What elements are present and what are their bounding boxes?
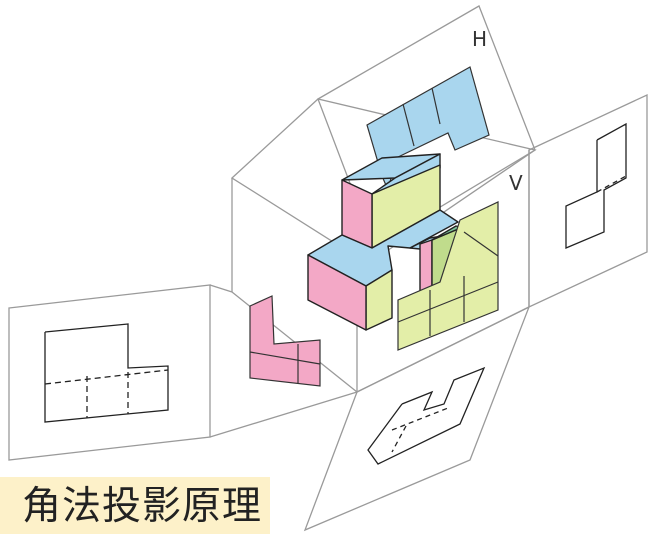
h-proj-shape — [366, 66, 490, 192]
h-projection — [366, 66, 490, 192]
label-v: V — [509, 171, 523, 195]
left-view-drawing — [44, 323, 169, 423]
right-view-hidden — [596, 175, 627, 193]
right-view-drawing — [565, 122, 627, 249]
right-view-outline — [565, 122, 627, 249]
bottom-view-hidden-2 — [391, 425, 407, 453]
pink-proj-shape — [249, 295, 321, 387]
object-lower-side — [307, 254, 367, 331]
solid-object — [307, 153, 481, 331]
central-box-top — [230, 98, 537, 258]
bottom-view-drawing — [367, 366, 486, 465]
w-plane — [8, 284, 211, 461]
v-projection — [397, 201, 499, 351]
label-h: H — [472, 27, 487, 51]
caption-background — [0, 477, 270, 534]
bottom-plane — [303, 305, 531, 532]
bottom-view-hidden-1 — [391, 407, 449, 431]
w-plane-link — [209, 284, 233, 293]
w-projection-pink — [249, 295, 321, 387]
w-plane-link-bottom — [209, 391, 358, 438]
left-view-outline — [44, 323, 169, 423]
caption-title: 角法投影原理 — [21, 484, 262, 529]
left-view-hidden-h — [44, 369, 169, 385]
bottom-view-outline — [367, 366, 486, 465]
right-plane — [528, 93, 648, 309]
